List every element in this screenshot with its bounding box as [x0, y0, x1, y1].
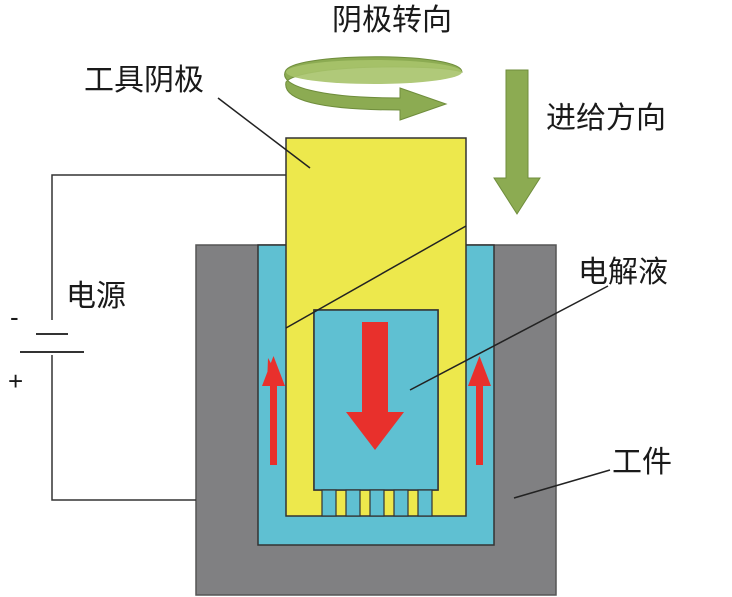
electrolyte-label: 电解液 — [578, 255, 668, 290]
flow-up-shaft-right — [476, 383, 483, 465]
flow-down-arrow — [346, 322, 404, 450]
circuit-wire-top — [51, 174, 286, 320]
curved-arrow-icon — [284, 56, 463, 121]
tool-cathode-label: 工具阴极 — [84, 63, 204, 98]
leader-cathode-diagonal — [285, 225, 467, 329]
minus-sign: - — [10, 302, 19, 332]
down-arrow-icon — [493, 69, 541, 215]
workpiece-label: 工件 — [612, 445, 672, 480]
leader-electrolyte — [409, 285, 609, 391]
flow-up-arrow-right-head — [468, 356, 491, 386]
outlet-slot — [393, 489, 409, 517]
outlet-slot — [321, 489, 337, 517]
outlet-slots — [321, 489, 433, 517]
outlet-slot — [369, 489, 385, 517]
plus-sign: + — [8, 366, 24, 396]
outlet-slot — [417, 489, 433, 517]
circuit-wire-bottom — [51, 355, 196, 501]
flow-up-shaft-left — [270, 383, 277, 465]
outlet-slot — [345, 489, 361, 517]
flow-up-arrow-left-head — [262, 356, 285, 386]
power-source-label: 电源 — [66, 279, 126, 314]
feed-direction-label: 进给方向 — [546, 101, 666, 136]
leader-workpiece — [513, 469, 611, 499]
leader-tool-cathode — [217, 97, 311, 169]
cathode-rotation-label: 阴极转向 — [332, 3, 452, 38]
